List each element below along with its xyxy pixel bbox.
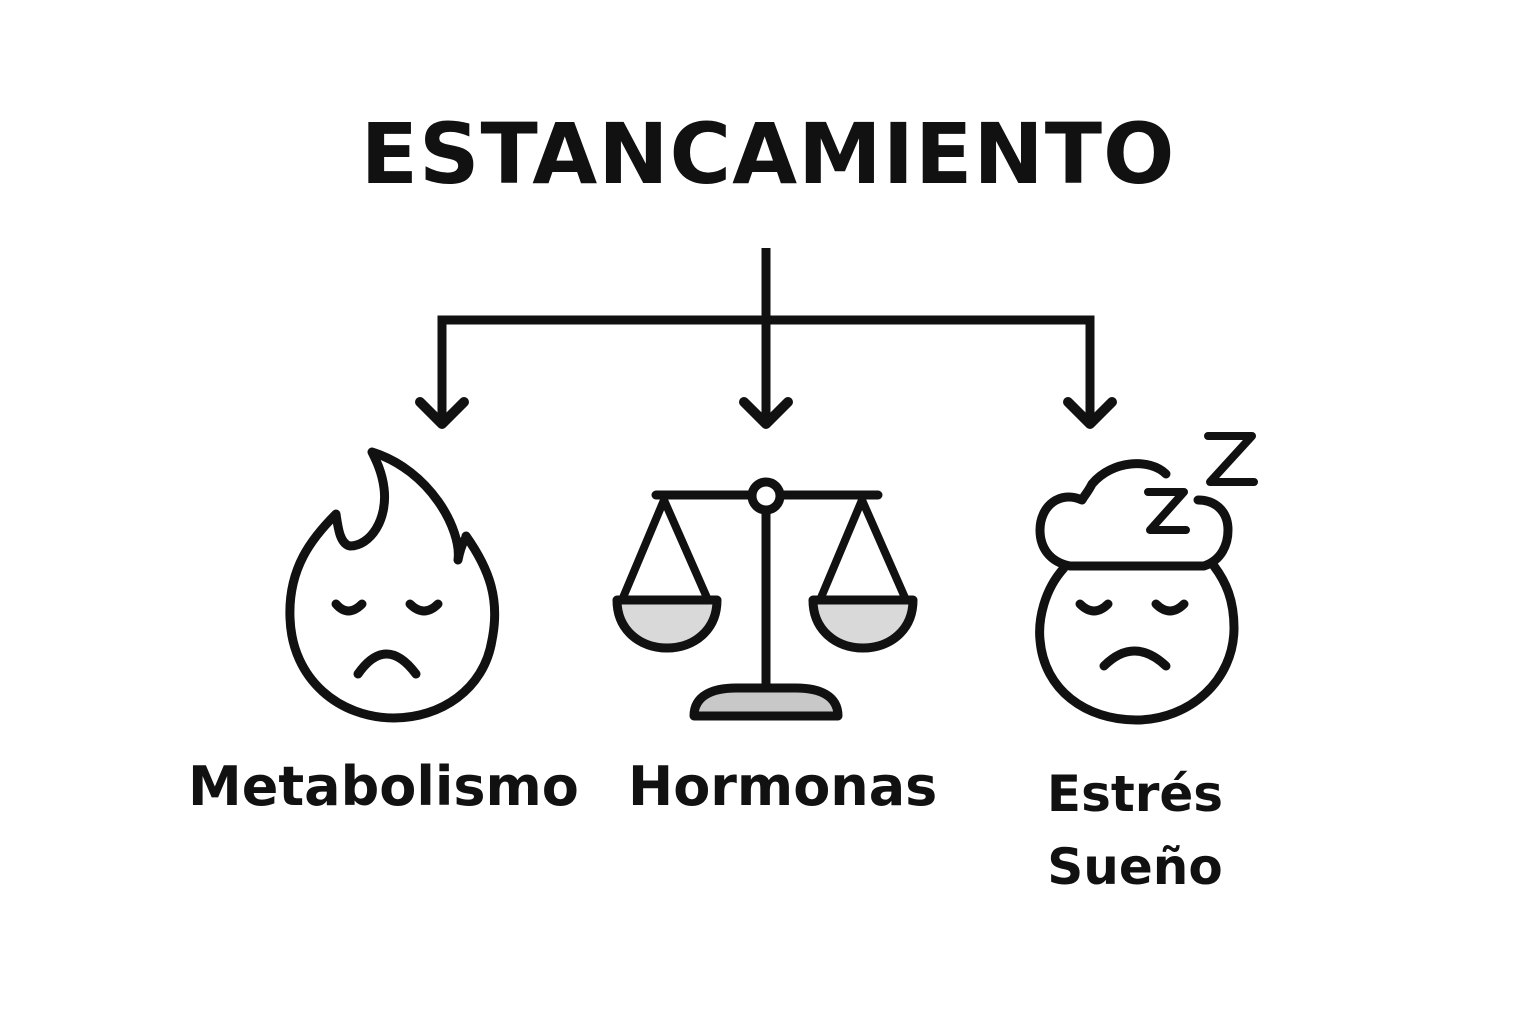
diagram-title: ESTANCAMIENTO: [360, 105, 1176, 203]
node-label-estres-sueno: Estrés Sueño: [1030, 758, 1240, 903]
balance-scale-icon: [612, 477, 918, 721]
node-label-estres: Estrés: [1046, 765, 1224, 823]
connector-tree: [437, 248, 1095, 420]
zzz-icon: [1144, 432, 1258, 534]
node-label-sueno: Sueño: [1047, 837, 1223, 896]
node-label-hormonas: Hormonas: [628, 755, 938, 818]
node-label-metabolismo: Metabolismo: [188, 755, 579, 818]
connector-branch: [437, 315, 1095, 420]
sad-flame-icon: [285, 447, 500, 723]
sleepy-face-icon: [1035, 459, 1239, 725]
arrowheads: [415, 397, 1117, 429]
arrow-down-icon: [1063, 397, 1117, 429]
arrow-down-icon: [415, 397, 469, 429]
arrow-down-icon: [739, 397, 793, 429]
